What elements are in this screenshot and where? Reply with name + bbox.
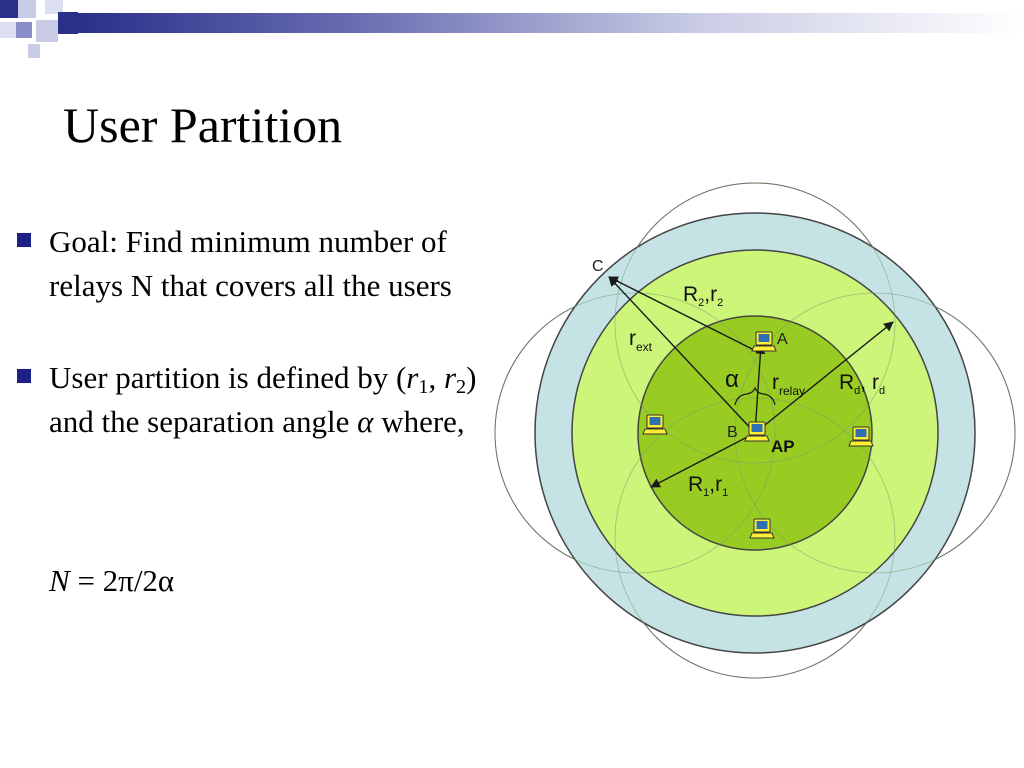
label-point-a: A [777, 331, 788, 348]
header-square [45, 0, 63, 14]
bullet-partition-suffix: where, [373, 404, 465, 439]
bullet-comma: , [428, 360, 444, 395]
partition-diagram: C A B AP α rext rrelay R2,r2 R1,r1 Rd, r… [494, 182, 1016, 679]
bullet-goal-text: Goal: Find minimum number of relays N th… [49, 224, 452, 303]
arrow-r1 [650, 432, 756, 488]
header-square [36, 20, 58, 42]
bullet-list: Goal: Find minimum number of relays N th… [14, 220, 484, 444]
access-point-icon [744, 421, 770, 442]
label-r-ext: rext [629, 327, 653, 354]
formula-rhs: = 2π/2α [69, 563, 175, 598]
relay-overlay-bottom [614, 397, 896, 679]
r2-subscript: 2 [456, 376, 467, 399]
laptop-icon [749, 518, 775, 539]
formula-lhs: N [49, 563, 70, 598]
header-square [28, 44, 40, 58]
r2-symbol: r [443, 360, 457, 395]
header-square [0, 22, 16, 38]
header-square [18, 0, 36, 18]
laptop-icon [848, 426, 874, 447]
slide-title: User Partition [63, 97, 343, 153]
relay-overlay-right [734, 292, 1016, 574]
header-square [58, 12, 78, 34]
label-ap: AP [771, 437, 795, 456]
arrow-r-ext [608, 276, 756, 434]
bullet-partition: User partition is defined by (r1, r2) an… [14, 356, 484, 444]
arrow-rd [754, 321, 894, 434]
label-r-relay: rrelay [772, 371, 805, 398]
label-alpha: α [725, 366, 739, 393]
relay-overlay-top [614, 182, 896, 464]
laptop-icon [751, 331, 777, 352]
arrow-c-to-a [608, 276, 761, 354]
bullet-goal: Goal: Find minimum number of relays N th… [14, 220, 484, 308]
bullet-square-icon [17, 233, 31, 247]
alpha-symbol: α [357, 404, 374, 439]
label-r2: R2,r2 [683, 283, 723, 309]
label-point-c: C [592, 258, 604, 275]
label-r1: R1,r1 [688, 473, 728, 499]
relay-count-formula: N = 2π/2α [49, 563, 174, 599]
arrow-r-relay [754, 344, 766, 434]
label-rd: Rd, rd [839, 371, 885, 397]
header-gradient-bar [78, 13, 1024, 33]
r1-symbol: r [406, 360, 419, 395]
label-point-b: B [727, 424, 738, 441]
alpha-brace [734, 386, 776, 406]
bullet-partition-prefix: User partition is defined by ( [49, 360, 407, 395]
relay-overlay-left [494, 292, 776, 574]
header-square [16, 22, 32, 38]
header-decoration [0, 0, 1024, 60]
bullet-square-icon [17, 369, 31, 383]
laptop-icon [642, 414, 668, 435]
r1-subscript: 1 [418, 376, 429, 399]
header-square [0, 0, 18, 18]
bullet-partition-mid: ) and the separation angle [49, 360, 477, 439]
